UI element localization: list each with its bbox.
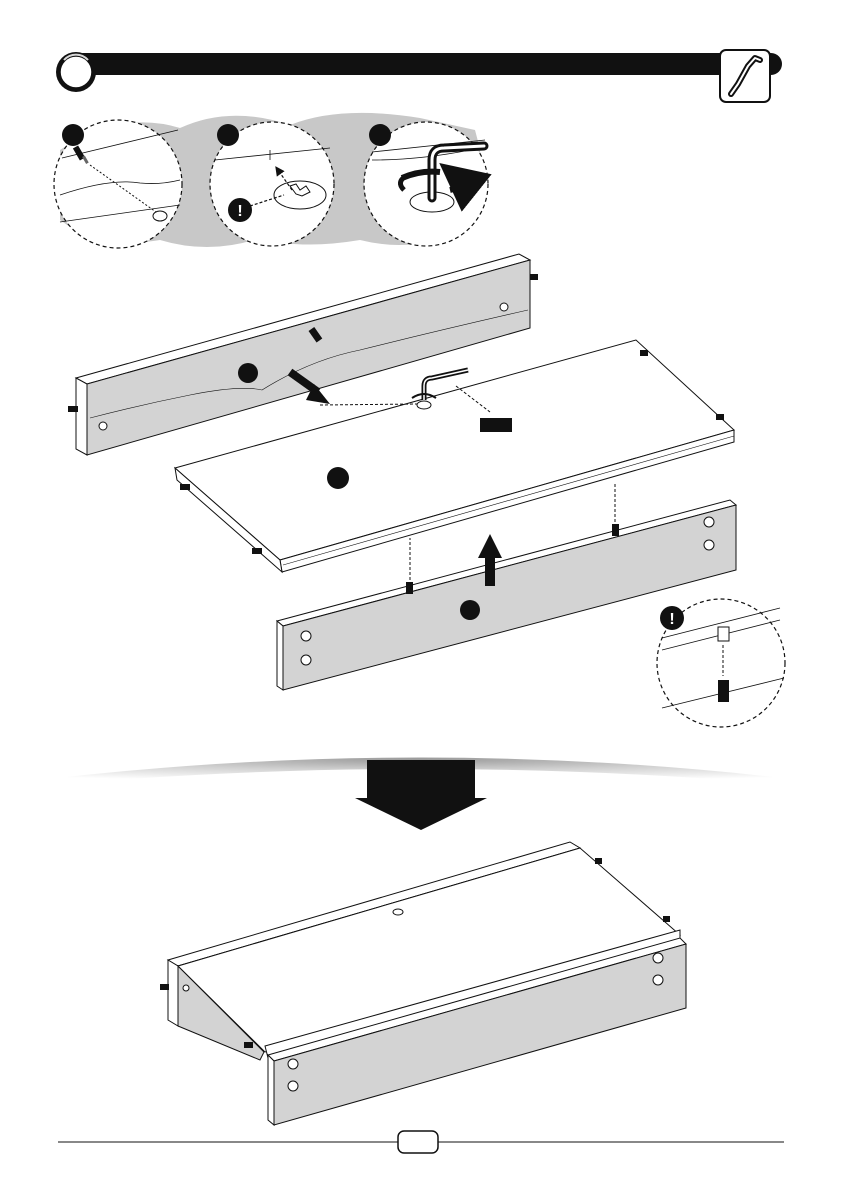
dowel-detail-callout: ! xyxy=(657,599,785,727)
svg-text:!: ! xyxy=(237,203,242,220)
callout-3 xyxy=(364,122,488,246)
callout-3-badge xyxy=(369,124,391,146)
page-number xyxy=(398,1131,438,1153)
hex-key-icon xyxy=(720,50,770,102)
front-panel-badge xyxy=(460,600,480,620)
callout-1-badge xyxy=(62,124,84,146)
callout-2: ! xyxy=(210,122,334,246)
callout-2-badge xyxy=(217,124,239,146)
svg-text:!: ! xyxy=(669,611,674,628)
assembled-shelf-unit xyxy=(160,842,686,1125)
back-panel-badge xyxy=(238,363,258,383)
header-bar xyxy=(72,53,782,75)
step-header xyxy=(56,50,782,102)
callout-group: ! xyxy=(54,113,488,248)
callout-1 xyxy=(54,120,182,248)
quantity-label xyxy=(480,418,512,432)
result-arrow xyxy=(40,758,800,831)
shelf-badge xyxy=(327,467,349,489)
